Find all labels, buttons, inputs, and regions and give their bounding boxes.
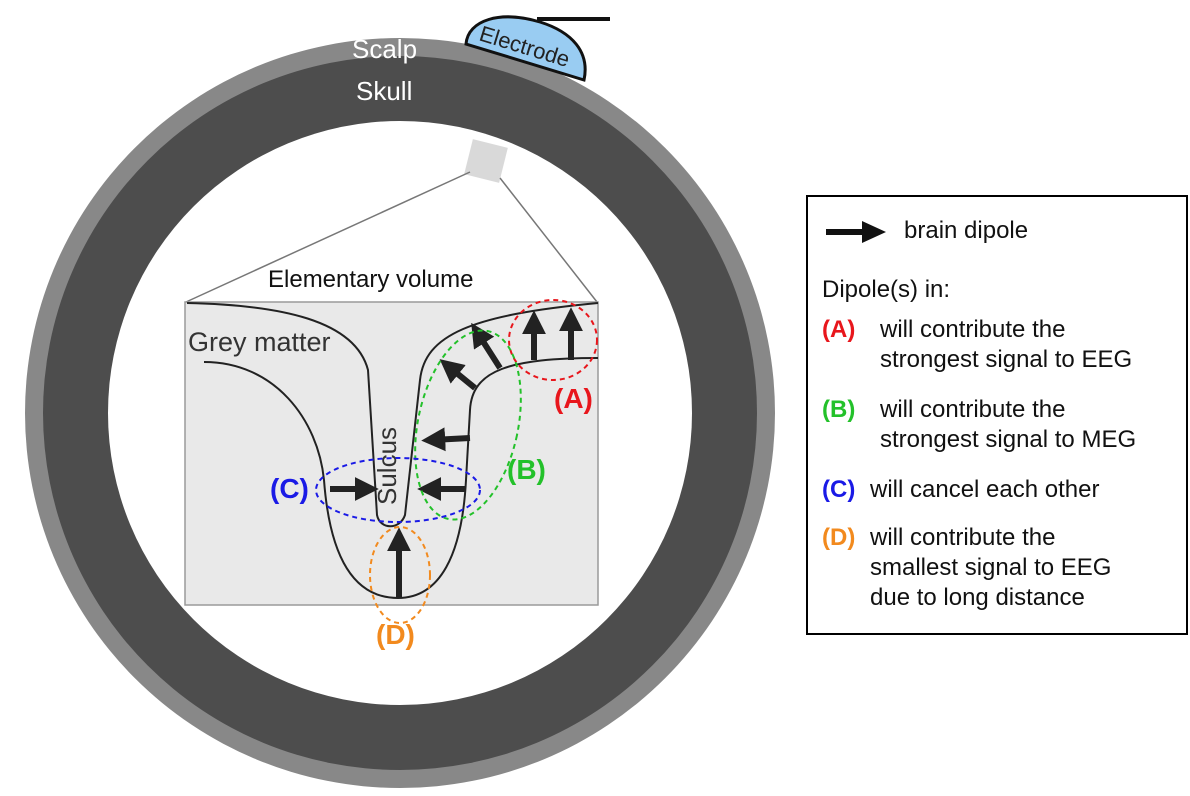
legend-arrow-icon (826, 221, 886, 243)
legend-tag-a: (A) (822, 316, 856, 343)
legend-item-d-line-2: smallest signal to EEG (870, 554, 1112, 581)
projection-line-left (185, 171, 471, 303)
region-b-label: (B) (507, 454, 546, 485)
legend-item-c-line-1: will cancel each other (870, 476, 1100, 503)
legend-tag-b: (B) (822, 396, 856, 423)
legend-item-d: (D) will contribute the smallest signal to… (822, 523, 1111, 613)
legend-item-b: (B) will contribute the strongest signal t… (822, 395, 1136, 455)
region-d-label: (D) (376, 619, 415, 650)
region-c-ellipse (315, 457, 481, 523)
legend-header: Dipole(s) in: (822, 276, 951, 303)
skull-label: Skull (356, 76, 412, 106)
legend-arrow-label: brain dipole (904, 217, 1029, 244)
legend-item-b-line-2: strongest signal to MEG (880, 426, 1137, 453)
legend-item-d-line-1: will contribute the (870, 524, 1056, 551)
scalp-label: Scalp (352, 34, 417, 64)
legend-tag-c: (C) (822, 476, 856, 503)
legend-item-d-line-3: due to long distance (870, 584, 1085, 611)
zoom-box (184, 301, 599, 606)
electrode[interactable] (464, 15, 587, 82)
legend-tag-d: (D) (822, 524, 856, 551)
elementary-volume-square (464, 139, 508, 183)
cortex-inner-curve (203, 357, 599, 600)
dipole-arrow-b3 (421, 427, 471, 452)
dipole-arrow-b1 (471, 322, 503, 370)
region-a-label: (A) (554, 383, 593, 414)
elementary-volume-label: Elementary volume (268, 266, 473, 293)
sulcus-label: Sulcus (372, 427, 402, 505)
region-b-ellipse (414, 329, 522, 521)
legend-item-a-line-1: will contribute the (880, 316, 1066, 343)
legend-item-b-line-1: will contribute the (880, 396, 1066, 423)
legend-box: brain dipole Dipole(s) in: (A) will contr… (806, 195, 1188, 635)
region-d-ellipse (369, 526, 431, 624)
grey-matter-label: Grey matter (188, 327, 331, 357)
dipole-arrow-b2 (439, 359, 477, 391)
region-a-ellipse (508, 299, 598, 381)
region-c-label: (C) (270, 473, 309, 504)
legend-item-c: (C) will cancel each other (822, 475, 1099, 505)
legend-item-a: (A) will contribute the strongest signal t… (822, 315, 1132, 375)
projection-line-right (499, 177, 598, 303)
legend-item-a-line-2: strongest signal to EEG (880, 346, 1133, 373)
